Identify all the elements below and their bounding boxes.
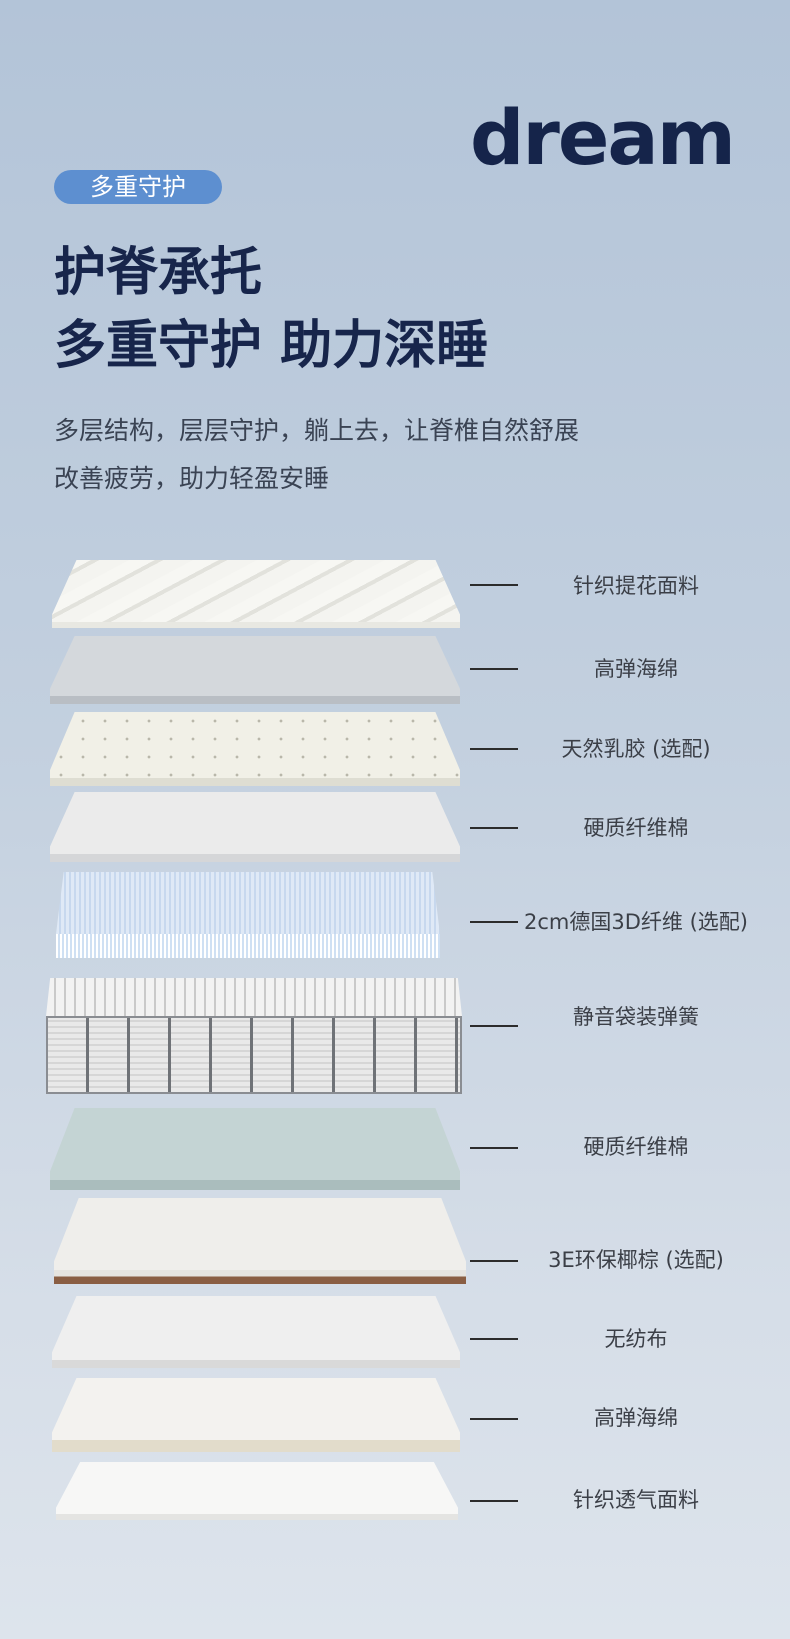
layer-high-elastic-foam-2 [52, 1378, 460, 1452]
layer-hard-fiber-cotton [50, 792, 460, 862]
layer-label: 无纺布 [604, 1327, 668, 1351]
label-leader-line [470, 584, 518, 586]
layer-hard-fiber-cotton-2 [50, 1108, 460, 1190]
label-leader-line [470, 1025, 518, 1027]
label-leader-line [470, 748, 518, 750]
layer-non-woven-fabric [52, 1296, 460, 1368]
layer-label: 静音袋装弹簧 [573, 1005, 699, 1029]
label-leader-line [470, 1260, 518, 1262]
section-tag: 多重守护 [54, 170, 222, 204]
label-leader-line [470, 668, 518, 670]
label-leader-line [470, 921, 518, 923]
label-leader-line [470, 827, 518, 829]
layer-knit-breathable-fabric [56, 1462, 458, 1520]
layer-label: 天然乳胶 (选配) [561, 737, 711, 761]
layer-label: 2cm德国3D纤维 (选配) [524, 910, 748, 934]
layer-natural-latex [50, 712, 460, 786]
description-line-2: 改善疲劳，助力轻盈安睡 [54, 464, 330, 493]
layer-3d-fiber [56, 872, 440, 958]
label-leader-line [470, 1418, 518, 1420]
layer-label: 硬质纤维棉 [583, 1135, 689, 1159]
layer-label: 高弹海绵 [594, 657, 678, 681]
layer-label: 针织透气面料 [573, 1488, 699, 1512]
layer-label: 高弹海绵 [594, 1406, 678, 1430]
headline-line-1: 护脊承托 [54, 243, 263, 303]
layer-coconut-coir [54, 1198, 466, 1284]
layer-pocket-springs [46, 978, 462, 1094]
label-leader-line [470, 1500, 518, 1502]
layer-label: 硬质纤维棉 [583, 816, 689, 840]
label-leader-line [470, 1338, 518, 1340]
description-line-1: 多层结构，层层守护，躺上去，让脊椎自然舒展 [54, 416, 580, 445]
label-leader-line [470, 1147, 518, 1149]
brand-logo: dream [470, 93, 736, 182]
layer-label: 针织提花面料 [573, 574, 699, 598]
layer-high-elastic-foam [50, 636, 460, 704]
headline-line-2: 多重守护 助力深睡 [54, 316, 489, 376]
layer-label: 3E环保椰棕 (选配) [548, 1248, 724, 1272]
layer-knit-jacquard [52, 560, 460, 628]
